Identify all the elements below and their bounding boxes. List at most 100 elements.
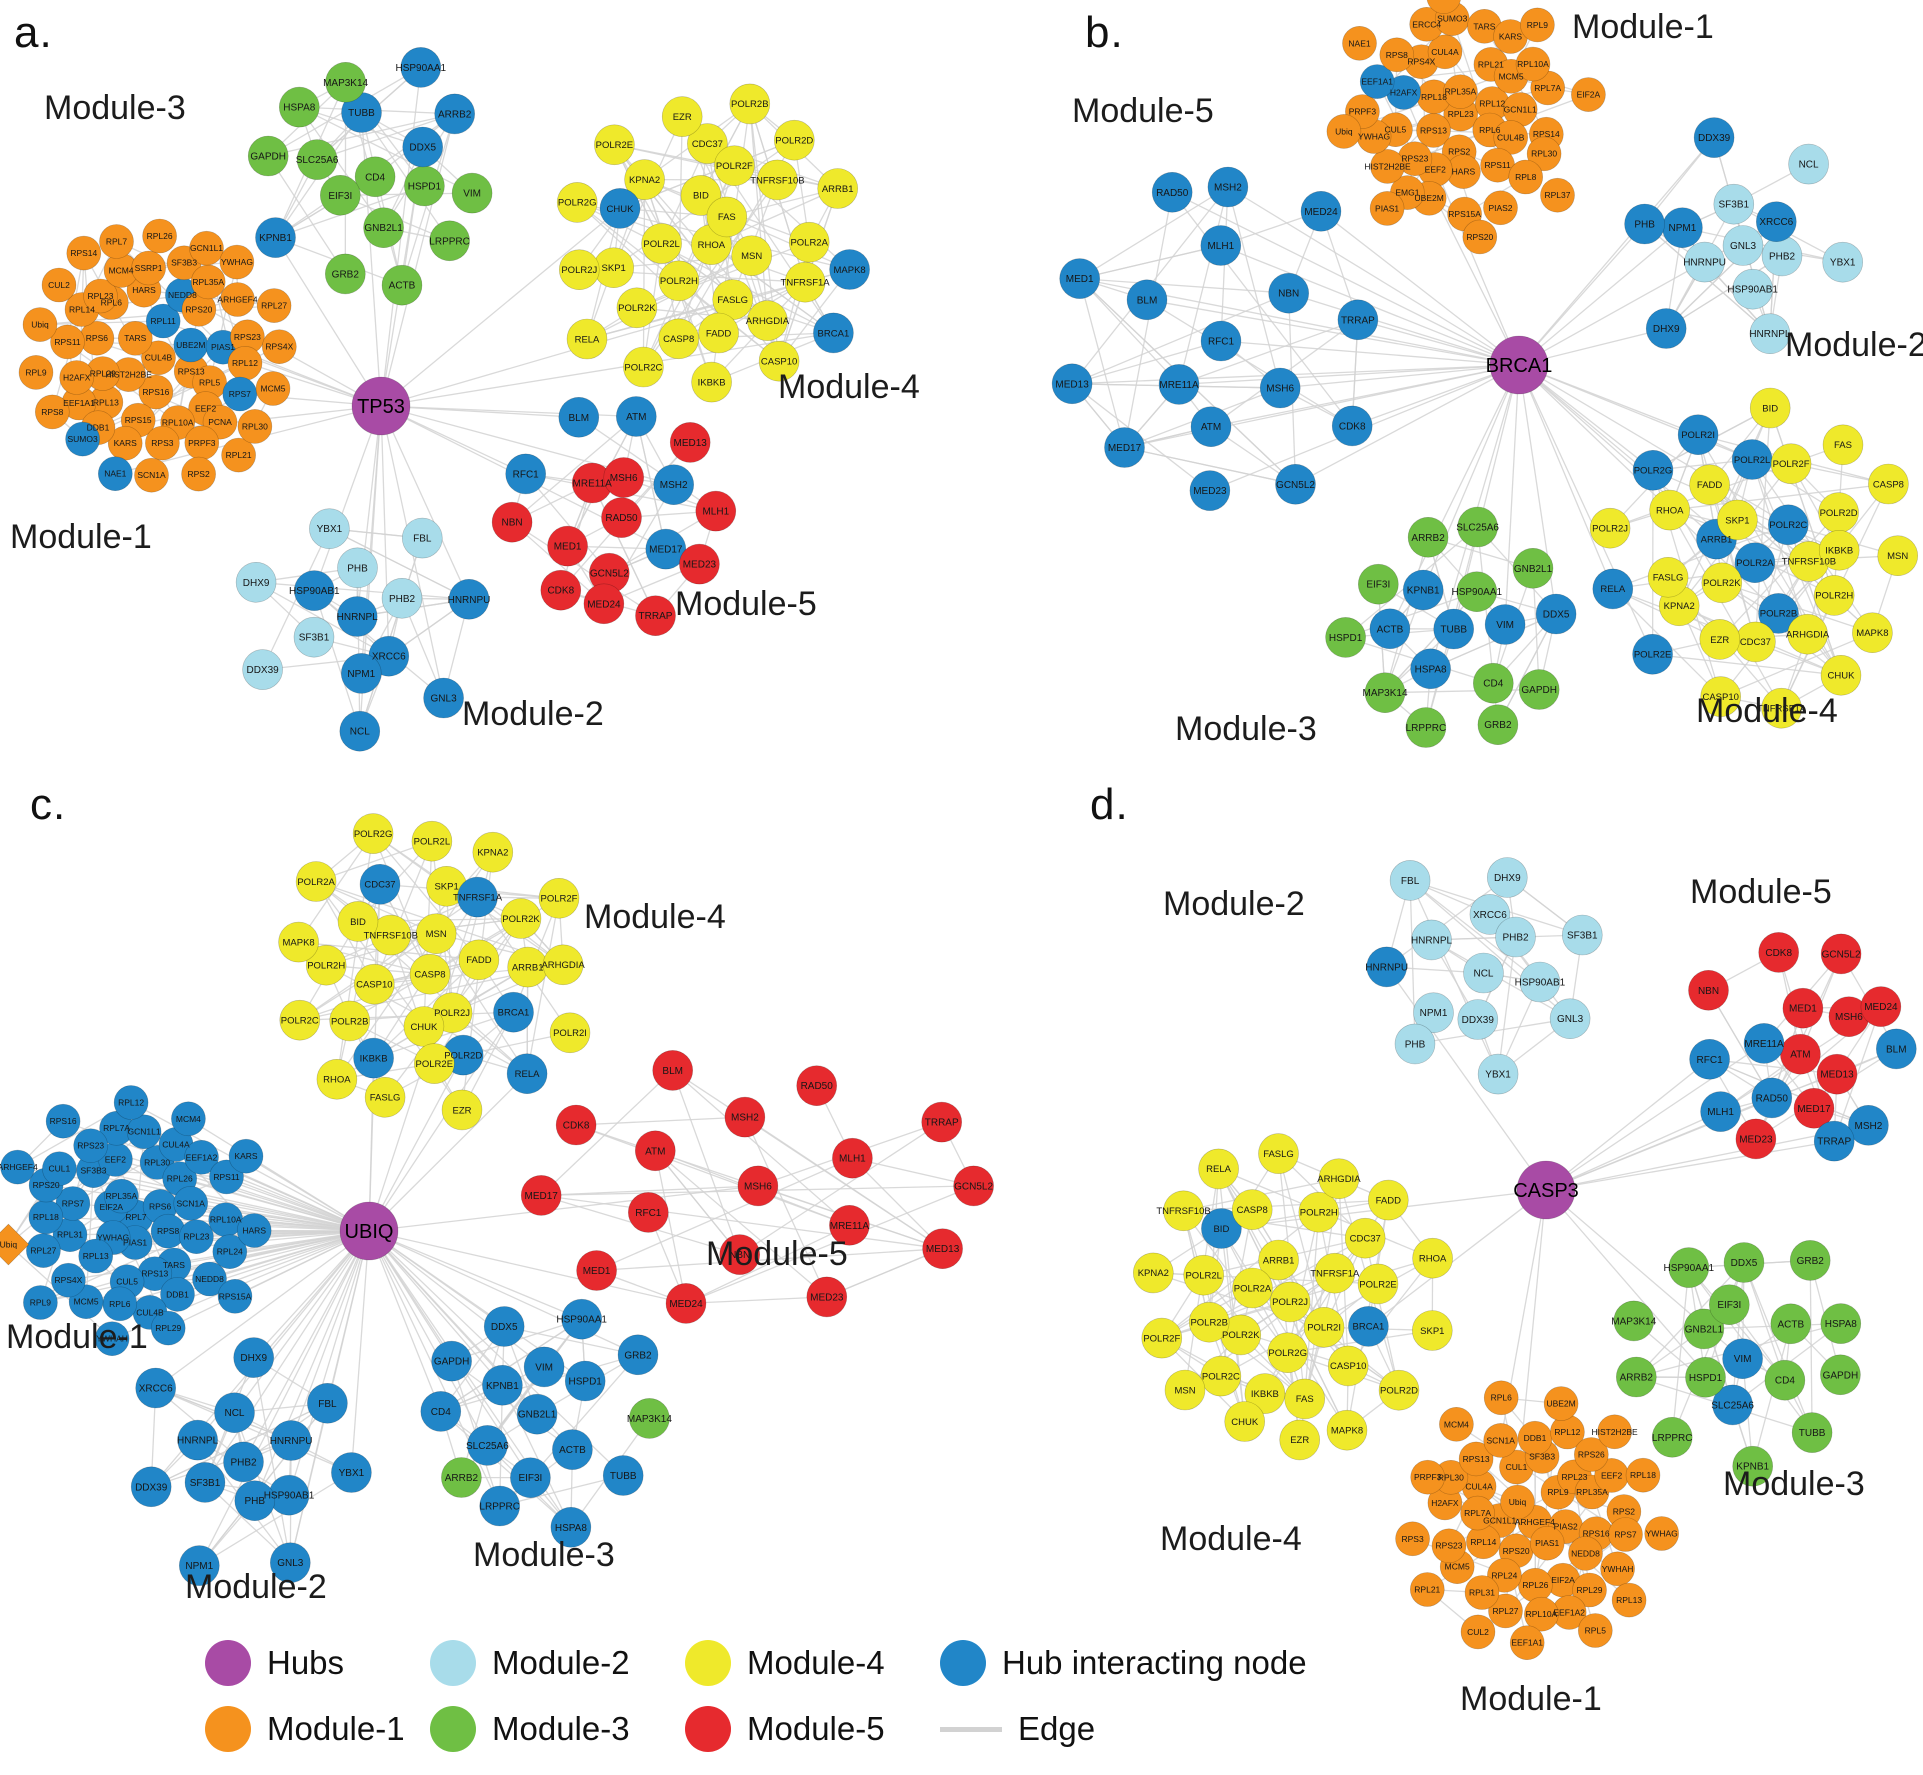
node-label: NBN — [1698, 986, 1719, 997]
node-label: DDX39 — [1462, 1015, 1495, 1026]
node-label: GNB2L1 — [1685, 1324, 1724, 1335]
node-label: CDC37 — [1350, 1234, 1381, 1245]
node-label: FADD — [1697, 480, 1722, 491]
node-YBX1 — [1477, 1053, 1519, 1095]
node-POLR2J — [1589, 507, 1631, 549]
node-POLR2H — [1813, 575, 1855, 616]
node-MLH1 — [695, 490, 737, 532]
node-label: RPS3 — [151, 438, 173, 448]
node-label: LRPPRC — [1406, 723, 1447, 734]
node-label: POLR2B — [1190, 1318, 1228, 1329]
node-label: MSN — [1887, 551, 1908, 562]
node-RPL7 — [99, 224, 134, 259]
node-label: GCN5L2 — [1822, 949, 1861, 960]
node-PRPF3 — [1410, 1459, 1445, 1495]
node-NBN — [1268, 272, 1309, 314]
node-IKBKB — [1818, 529, 1860, 571]
node-label: SKP1 — [1420, 1326, 1444, 1337]
node-POLR2E — [413, 1043, 455, 1084]
node-label: VIM — [1734, 1354, 1752, 1365]
node-POLR2H — [1298, 1191, 1340, 1233]
node-label: MRE11A — [1744, 1039, 1784, 1050]
nodes-layer — [0, 813, 994, 1586]
node-label: FADD — [706, 328, 731, 339]
node-SLC25A6 — [467, 1425, 508, 1466]
node-PHB — [234, 1480, 276, 1521]
node-RPL10A — [1524, 1596, 1559, 1632]
legend-item-hubs: Hubs — [205, 1640, 344, 1686]
node-label: RPS20 — [33, 1180, 60, 1190]
node-label: CUL1 — [49, 1164, 71, 1174]
node-MLH1 — [1700, 1091, 1741, 1132]
node-label: VIM — [463, 189, 481, 200]
node-DDX5 — [483, 1306, 525, 1347]
node-LRPPRC — [429, 220, 470, 262]
node-GRB2 — [1789, 1240, 1831, 1281]
node-label: RPL23 — [1448, 109, 1474, 119]
node-label: BRCA1 — [1353, 1322, 1385, 1333]
node-GCN5L2 — [953, 1165, 994, 1207]
node-label: EIF2A — [1551, 1575, 1575, 1585]
node-label: MSH2 — [1214, 183, 1242, 194]
node-label: SCN1A — [177, 1198, 206, 1208]
node-RPL27 — [256, 288, 292, 323]
node-label: CDK8 — [1765, 948, 1792, 959]
node-label: RPL35A — [1576, 1487, 1608, 1497]
node-EIF3I — [1709, 1284, 1750, 1325]
node-label: MAPK8 — [282, 937, 314, 948]
node-label: CDK8 — [563, 1121, 590, 1132]
node-RELA — [1592, 568, 1634, 610]
node-label: SCN1A — [137, 470, 166, 480]
node-TNFRSF1A — [1314, 1252, 1356, 1294]
node-label: CASP8 — [414, 970, 445, 981]
node-label: RPS16 — [1583, 1529, 1610, 1539]
node-label: MAPK8 — [833, 265, 865, 276]
module-label: Module-5 — [1690, 873, 1832, 911]
node-MCM5 — [255, 371, 291, 406]
node-label: RPL29 — [155, 1323, 181, 1333]
node-label: YBX1 — [339, 1468, 365, 1479]
node-TNFRSF1A — [1761, 687, 1802, 729]
node-label: PCNA — [208, 417, 232, 427]
node-label: RPS20 — [1503, 1546, 1530, 1556]
node-RFC1 — [1200, 320, 1242, 362]
node-MAPK8 — [1852, 612, 1893, 654]
node-RPS13 — [1458, 1441, 1494, 1477]
node-label: ARHGEF4 — [1515, 1517, 1555, 1527]
node-BID — [1201, 1208, 1242, 1249]
node-HNRNPU — [448, 578, 490, 620]
node-label: POLR2I — [1681, 430, 1715, 441]
node-RPL21 — [221, 437, 256, 473]
node-RAD50 — [1151, 172, 1193, 213]
module-label: Module-1 — [6, 1318, 148, 1356]
node-FASLG — [364, 1077, 406, 1118]
node-SF3B1 — [1562, 914, 1603, 956]
node-PHB2 — [381, 577, 423, 619]
node-label: ACTB — [559, 1445, 586, 1456]
node-label: RPS11 — [1484, 160, 1511, 170]
node-label: NAE1 — [104, 469, 126, 479]
node-RPL30 — [237, 409, 273, 444]
node-label: RPL27 — [261, 301, 287, 311]
node-label: TRRAP — [639, 611, 673, 622]
node-label: BID — [1762, 403, 1778, 414]
node-label: Ubiq — [1335, 126, 1353, 136]
node-HSPA8 — [278, 86, 320, 128]
node-ATM — [634, 1130, 676, 1172]
node-MED1 — [1782, 987, 1824, 1029]
node-label: XRCC6 — [139, 1384, 173, 1395]
node-ARRB2 — [441, 1457, 482, 1498]
node-label: CHUK — [1231, 1417, 1259, 1428]
node-label: H2AFX — [63, 373, 91, 383]
node-label: IKBKB — [360, 1054, 388, 1065]
node-ARRB1 — [817, 168, 859, 209]
node-label: ACTB — [1377, 624, 1404, 635]
node-KPNA2 — [1133, 1252, 1174, 1294]
node-RAD50 — [1751, 1077, 1793, 1119]
node-CDC37 — [359, 863, 401, 905]
node-MSH6 — [1259, 367, 1301, 409]
node-label: HSP90AB1 — [289, 586, 340, 597]
module-label: Module-4 — [584, 898, 726, 936]
node-label: POLR2I — [553, 1028, 587, 1039]
